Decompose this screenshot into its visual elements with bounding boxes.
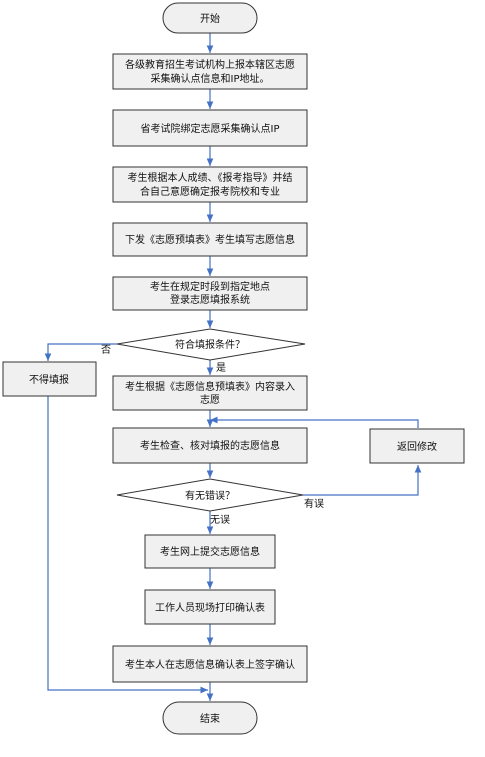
step3-box: 考生根据本人成绩、《报考指导》并结 合自己意愿确定报考院校和专业 <box>112 166 308 203</box>
step6-box: 考生根据《志愿信息预填表》内容录入 志愿 <box>112 375 308 411</box>
step7-box: 考生检查、核对填报的志愿信息 <box>112 427 308 464</box>
step5-line1: 考生在规定时段到指定地点 <box>150 280 270 293</box>
connectors <box>44 33 422 701</box>
step3-line2: 合自己意愿确定报考院校和专业 <box>140 185 280 198</box>
step5-box: 考生在规定时段到指定地点 登录志愿填报系统 <box>112 276 308 311</box>
decision1-diamond: 符合填报条件？ <box>116 328 306 361</box>
step9-box: 工作人员现场打印确认表 <box>144 589 276 625</box>
step2-box: 省考试院绑定志愿采集确认点IP <box>112 109 308 147</box>
step9-label: 工作人员现场打印确认表 <box>155 601 265 614</box>
edge-revise-step7 <box>210 416 419 428</box>
edge-label-no-error: 无误 <box>210 514 230 526</box>
end-label: 结束 <box>200 712 220 725</box>
step3-line1: 考生根据本人成绩、《报考指导》并结 <box>128 171 293 184</box>
reject-box: 不得填报 <box>2 361 97 397</box>
step4-label: 下发《志愿预填表》考生填写志愿信息 <box>125 233 295 246</box>
step1-line2: 采集确认点信息和IP地址。 <box>151 72 270 85</box>
step1-box: 各级教育招生考试机构上报本辖区志愿 采集确认点信息和IP地址。 <box>112 53 308 90</box>
decision2-diamond: 有无错误？ <box>116 478 304 512</box>
start-terminal: 开始 <box>162 2 258 34</box>
start-label: 开始 <box>200 12 220 25</box>
edge-reject-end <box>47 396 208 694</box>
step6-line1: 考生根据《志愿信息预填表》内容录入 <box>125 380 295 393</box>
revise-label: 返回修改 <box>397 440 437 453</box>
edge-decision1-reject <box>44 343 117 361</box>
decision1-label: 符合填报条件？ <box>175 338 245 351</box>
reject-label: 不得填报 <box>29 373 69 386</box>
revise-box: 返回修改 <box>369 428 465 464</box>
step4-box: 下发《志愿预填表》考生填写志愿信息 <box>112 222 308 257</box>
step5-line2: 登录志愿填报系统 <box>170 293 250 306</box>
step8-box: 考生网上提交志愿信息 <box>144 534 276 569</box>
edge-decision2-revise <box>303 465 422 496</box>
step7-label: 考生检查、核对填报的志愿信息 <box>140 439 280 452</box>
decision2-label: 有无错误？ <box>185 489 235 502</box>
step10-box: 考生本人在志愿信息确认表上签字确认 <box>112 645 308 683</box>
edge-label-no: 否 <box>101 344 111 356</box>
step10-label: 考生本人在志愿信息确认表上签字确认 <box>125 658 295 671</box>
step1-line1: 各级教育招生考试机构上报本辖区志愿 <box>125 58 295 71</box>
end-terminal: 结束 <box>162 701 258 735</box>
step8-label: 考生网上提交志愿信息 <box>160 545 260 558</box>
step6-line2: 志愿 <box>200 393 220 406</box>
edge-label-yes: 是 <box>216 362 226 374</box>
step2-label: 省考试院绑定志愿采集确认点IP <box>141 122 280 135</box>
edge-label-has-error: 有误 <box>304 497 324 510</box>
